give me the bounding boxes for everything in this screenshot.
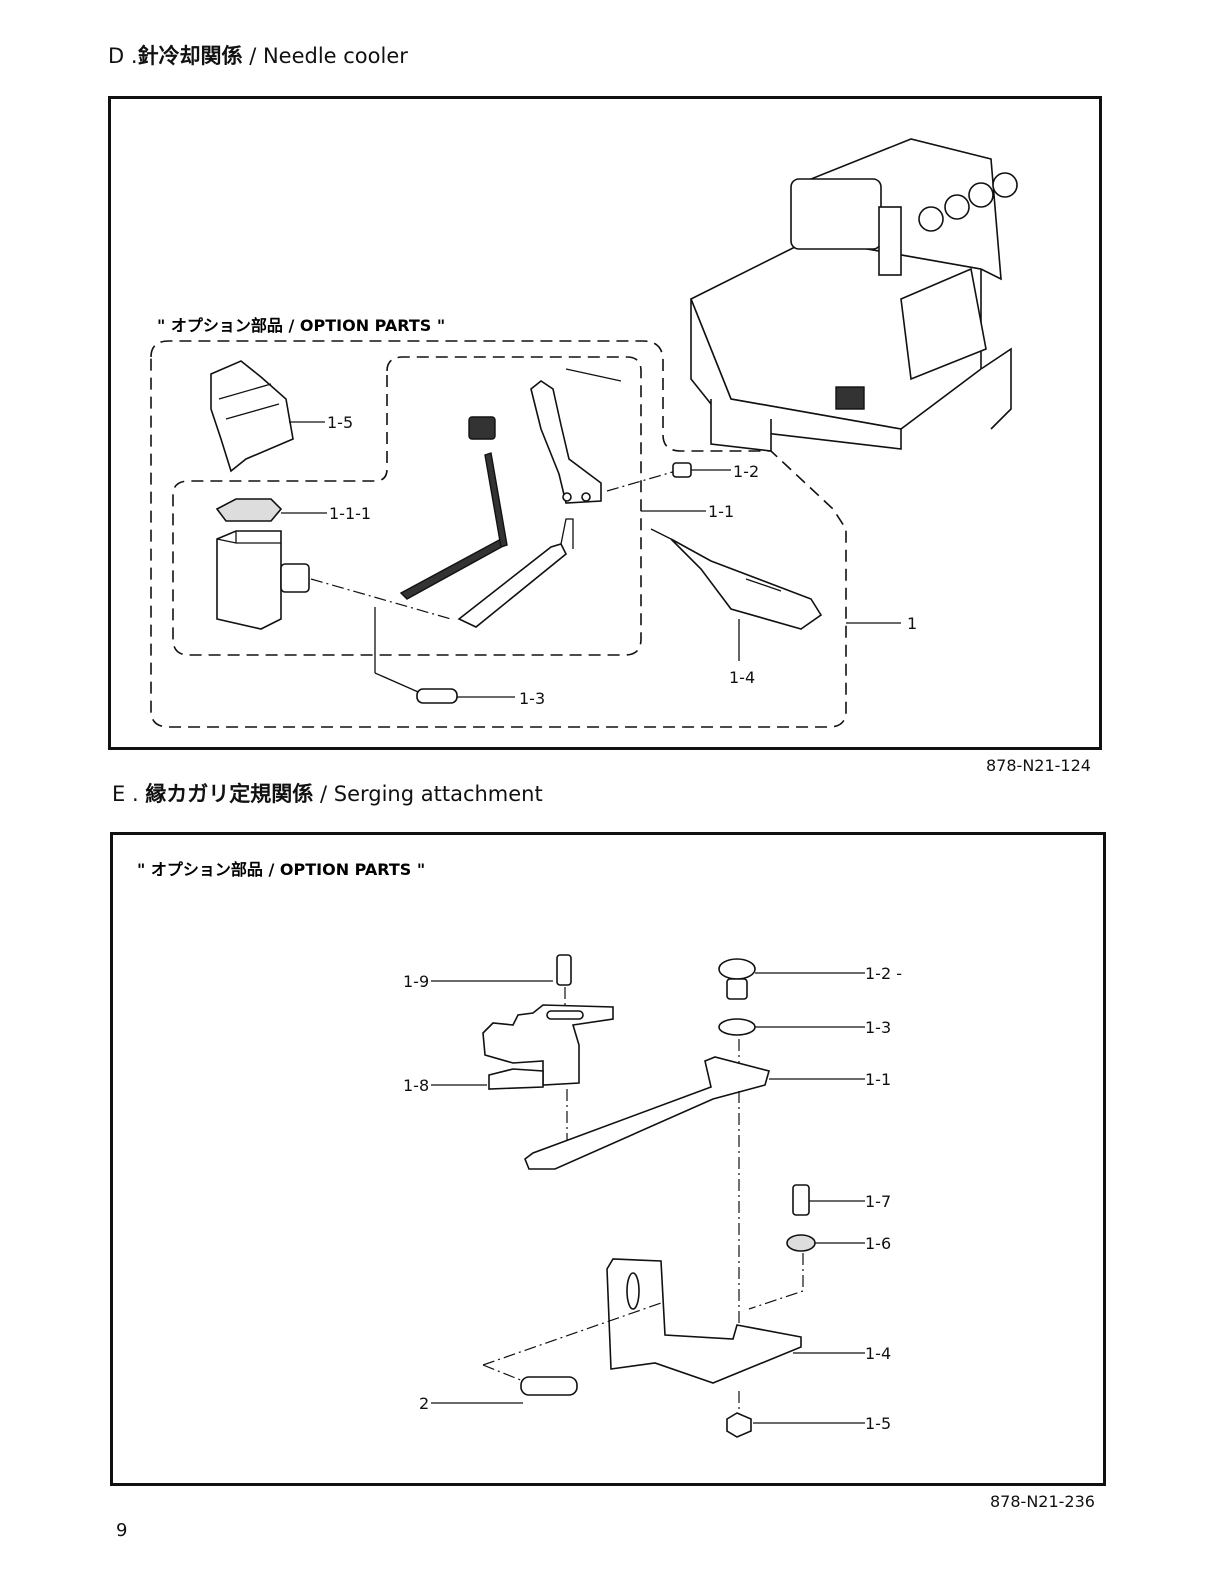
serging-attachment-figure: " オプション部品 / OPTION PARTS " 1-9 1-8 1-2 -… <box>110 832 1106 1486</box>
callout-e-1-7: 1-7 <box>865 1192 891 1211</box>
callout-e-1-3: 1-3 <box>865 1018 891 1037</box>
callout-e-1-5: 1-5 <box>865 1414 891 1433</box>
callout-e-1-1: 1-1 <box>865 1070 891 1089</box>
section-d-title-en: / Needle cooler <box>243 44 408 68</box>
callout-1-5: 1-5 <box>327 413 353 432</box>
nut-1-5 <box>727 1413 751 1437</box>
section-d-heading: D .針冷却関係 / Needle cooler <box>108 40 408 70</box>
section-e-figure-ref: 878-N21-236 <box>990 1492 1095 1511</box>
section-d-figure-ref: 878-N21-124 <box>986 756 1091 775</box>
washer-1-3 <box>719 1019 755 1035</box>
oiler-bottle <box>671 539 821 629</box>
section-e-title-en: / Serging attachment <box>313 782 542 806</box>
section-d-title-jp: 針冷却関係 <box>138 44 243 68</box>
needle-cooler-diagram: " オプション部品 / OPTION PARTS " <box>111 99 1105 753</box>
screw-1-9 <box>557 955 571 985</box>
callout-e-1-6: 1-6 <box>865 1234 891 1253</box>
callout-e-1-2: 1-2 - <box>865 964 902 983</box>
callout-e-2: 2 <box>419 1394 429 1413</box>
screw-1-2 <box>673 463 691 477</box>
screw-1-7 <box>793 1185 809 1215</box>
callout-1-4: 1-4 <box>729 668 755 687</box>
section-e-heading: E . 縁カガリ定規関係 / Serging attachment <box>112 778 543 808</box>
section-d-prefix: D . <box>108 44 138 68</box>
wick-felt <box>469 417 495 439</box>
needle-cooler-bracket <box>531 381 601 503</box>
needle-cooler-figure: " オプション部品 / OPTION PARTS " <box>108 96 1102 750</box>
screw-2 <box>521 1377 577 1395</box>
section-e-option-label: " オプション部品 / OPTION PARTS " <box>137 860 425 879</box>
wick-rod <box>401 539 505 599</box>
page-number: 9 <box>116 1520 127 1541</box>
section-e-title-jp: 縁カガリ定規関係 <box>145 782 313 806</box>
callout-1-2: 1-2 <box>733 462 759 481</box>
callout-1-1: 1-1 <box>708 502 734 521</box>
callout-e-1-4: 1-4 <box>865 1344 891 1363</box>
callout-1-3: 1-3 <box>519 689 545 708</box>
callout-1: 1 <box>907 614 917 633</box>
sewing-machine-illustration <box>691 139 1017 451</box>
oil-tank <box>217 531 281 629</box>
callout-1-8: 1-8 <box>403 1076 429 1095</box>
section-e-prefix: E . <box>112 782 139 806</box>
section-d-option-label: " オプション部品 / OPTION PARTS " <box>157 316 445 335</box>
tank-cap <box>217 499 281 521</box>
screw-1-3 <box>417 689 457 703</box>
thumb-screw-1-2 <box>719 959 755 979</box>
washer-1-6 <box>787 1235 815 1251</box>
callout-1-9: 1-9 <box>403 972 429 991</box>
callout-1-1-1: 1-1-1 <box>329 504 371 523</box>
serging-attachment-diagram: " オプション部品 / OPTION PARTS " 1-9 1-8 1-2 -… <box>113 835 1109 1489</box>
needle-cooler-cover <box>211 361 293 471</box>
